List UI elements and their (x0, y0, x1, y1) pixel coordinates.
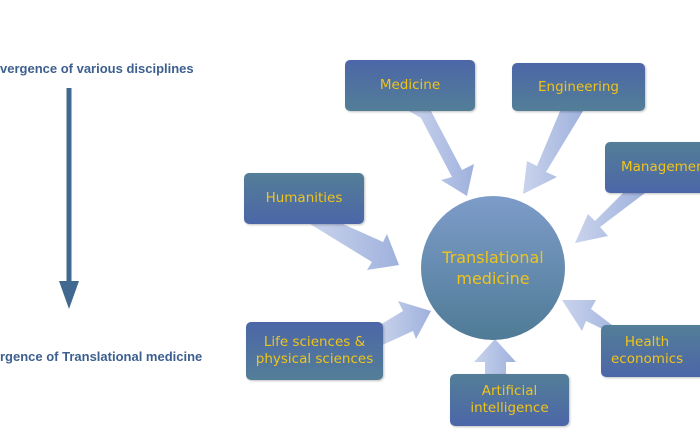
node-humanities-label: Humanities (265, 190, 343, 206)
node-artificial-intelligence: Artificial intelligence (450, 374, 569, 426)
node-health-economics: Health economics (601, 325, 700, 377)
arrow-engineering (523, 111, 583, 194)
arrow-humanities (310, 224, 399, 270)
center-label-line1: Translational (442, 248, 544, 267)
node-engineering-label: Engineering (538, 78, 619, 95)
arrow-medicine (409, 111, 474, 196)
node-management-label: Managemen (621, 159, 700, 175)
down-arrow-icon (59, 88, 79, 309)
node-engineering: Engineering (512, 63, 645, 111)
node-ai-line1: Artificial (481, 383, 538, 399)
node-medicine: Medicine (345, 60, 475, 111)
emergence-label: rgence of Translational medicine (0, 349, 203, 364)
node-health-line2: economics (611, 351, 684, 367)
node-medicine-label: Medicine (379, 77, 441, 93)
node-ai-line2: intelligence (470, 400, 549, 416)
arrow-ai (474, 339, 516, 374)
center-node-translational-medicine: Translational medicine (421, 196, 565, 340)
arrow-life-sciences (378, 301, 431, 347)
node-life-sciences-line2: physical sciences (255, 351, 374, 367)
node-life-sciences: Life sciences & physical sciences (246, 322, 383, 380)
node-management: Managemen (605, 142, 700, 193)
node-humanities: Humanities (244, 173, 364, 224)
convergence-label: vergence of various disciplines (0, 61, 194, 76)
node-health-line1: Health (624, 334, 670, 350)
node-life-sciences-line1: Life sciences & (263, 334, 366, 350)
center-label-line2: medicine (456, 269, 530, 288)
arrow-management (575, 193, 645, 243)
